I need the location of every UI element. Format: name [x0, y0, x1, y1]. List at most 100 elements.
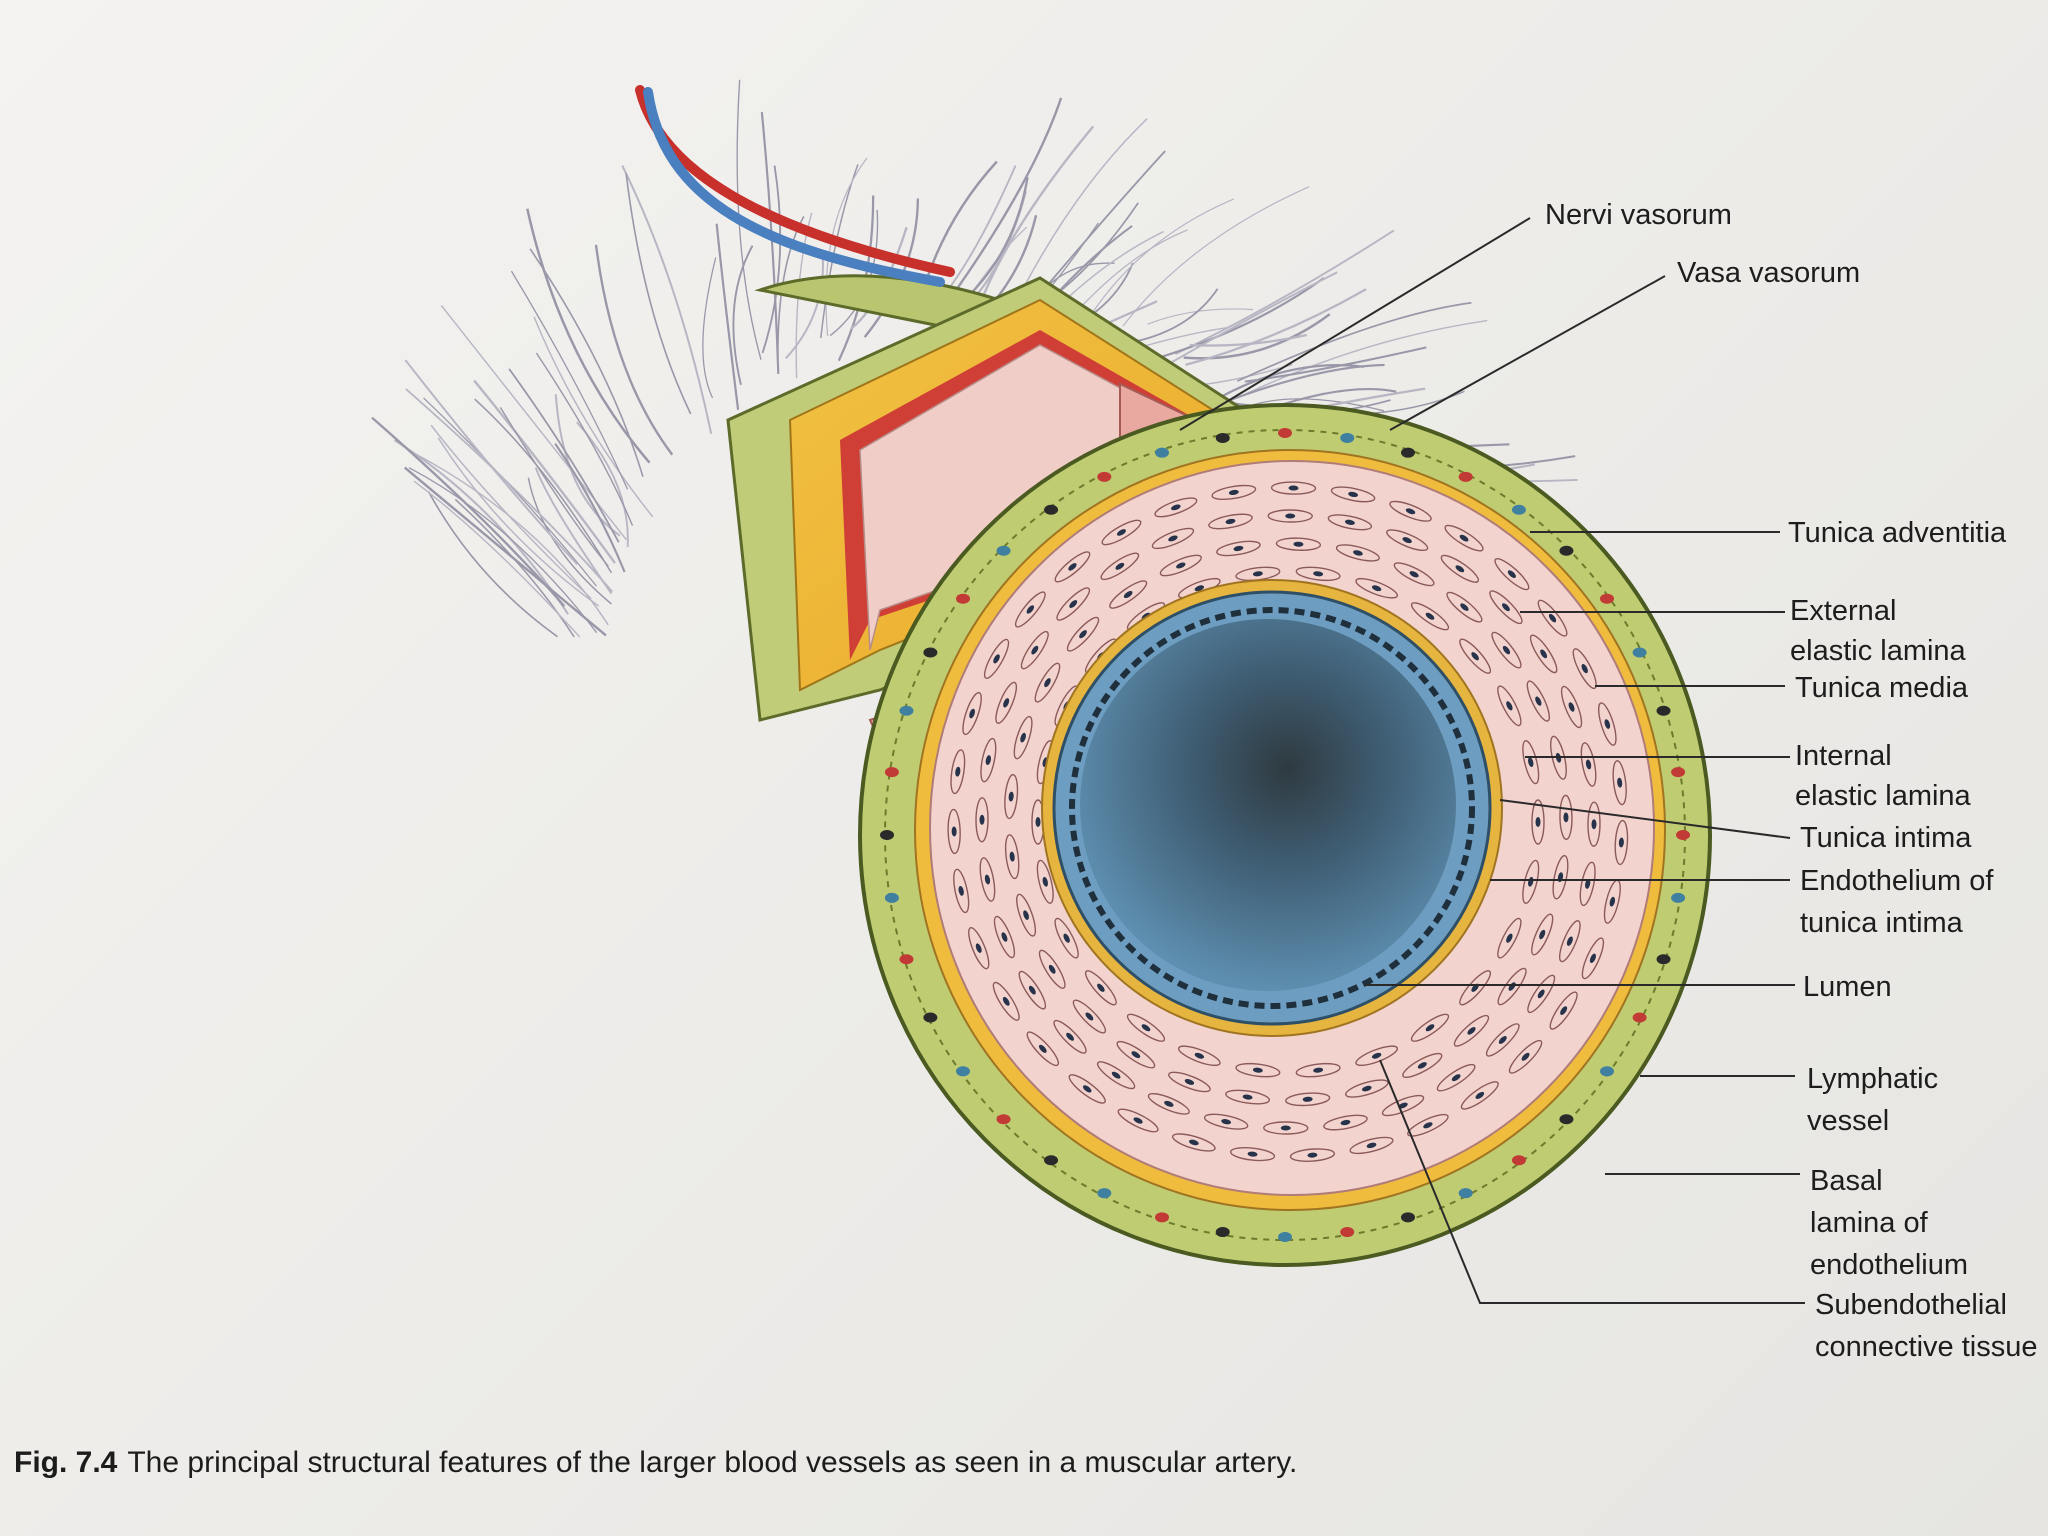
smooth-muscle-cells: [947, 481, 1629, 1163]
smooth-muscle-cell: [993, 915, 1016, 959]
muscle-nucleus: [1425, 1024, 1435, 1032]
muscle-nucleus: [1502, 603, 1510, 612]
muscle-nucleus: [1451, 1074, 1461, 1082]
figure-number: Fig. 7.4: [14, 1446, 118, 1479]
leader-lines: [1179, 217, 1805, 1304]
fibre: [554, 443, 626, 573]
smooth-muscle-cell: [1101, 519, 1142, 546]
adventitia-cell: [996, 545, 1011, 556]
muscle-nucleus: [1066, 1032, 1074, 1041]
smooth-muscle-cell: [1459, 970, 1492, 1006]
smooth-muscle-cell: [1159, 554, 1202, 577]
smooth-muscle-cell: [1225, 1089, 1271, 1105]
fibre: [534, 467, 613, 595]
muscle-nucleus: [1252, 1067, 1263, 1073]
muscle-nucleus: [1535, 696, 1542, 706]
adventitia-cell: [1215, 1227, 1230, 1238]
fibre: [454, 498, 575, 638]
smooth-muscle-cell: [1407, 1113, 1449, 1137]
label-tunica-intima: Tunica intima: [1800, 822, 1972, 854]
fibre: [405, 388, 613, 593]
fibre: [702, 257, 717, 399]
smooth-muscle-cell: [1171, 1133, 1216, 1152]
adventitia-cell: [1656, 954, 1671, 965]
fibre: [554, 394, 621, 537]
adventitia-cell: [1155, 447, 1170, 458]
muscle-nucleus: [979, 814, 985, 825]
smooth-muscle-cell: [1497, 685, 1522, 727]
smooth-muscle-cell: [947, 808, 961, 855]
fibre: [529, 248, 644, 477]
muscle-nucleus: [1568, 702, 1575, 712]
fibre: [437, 437, 600, 607]
labels: Nervi vasorum Vasa vasorum Tunica advent…: [1545, 199, 2037, 1363]
muscle-nucleus: [1425, 612, 1435, 620]
fibre: [715, 223, 740, 410]
muscle-nucleus: [1133, 1117, 1143, 1124]
muscle-nucleus: [1585, 878, 1591, 889]
label-endothelium: Endothelium of tunica intima: [1800, 865, 2002, 939]
muscle-nucleus: [1560, 1006, 1568, 1015]
adventitia-cell: [1559, 545, 1574, 556]
adventitia-cell: [1656, 705, 1671, 716]
smooth-muscle-cell: [1053, 1019, 1087, 1054]
muscle-nucleus: [1423, 1122, 1433, 1129]
fibre: [533, 316, 654, 518]
muscle-nucleus: [1247, 1151, 1258, 1157]
smooth-muscle-cell: [1038, 949, 1066, 989]
adventitia-cell: [1400, 1212, 1415, 1223]
muscle-nucleus: [1371, 585, 1382, 592]
muscle-nucleus: [1038, 1044, 1047, 1053]
fibre: [1183, 313, 1331, 360]
smooth-muscle-cell: [1494, 558, 1530, 591]
fibre: [499, 406, 609, 567]
fibre: [427, 491, 559, 638]
muscle-nucleus: [1031, 645, 1039, 655]
muscle-nucleus: [1188, 1139, 1199, 1146]
smooth-muscle-cell: [1581, 937, 1605, 980]
smooth-muscle-cell: [1355, 1045, 1399, 1067]
smooth-muscle-cell: [1446, 591, 1483, 623]
smooth-muscle-cell: [1072, 999, 1107, 1034]
muscle-nucleus: [1537, 989, 1545, 999]
fibre: [594, 244, 674, 456]
muscle-nucleus: [1115, 562, 1125, 570]
smooth-muscle-cell: [1084, 970, 1117, 1006]
smooth-muscle-cell: [1614, 819, 1629, 866]
muscle-nucleus: [1042, 876, 1048, 887]
muscle-nucleus: [1194, 585, 1205, 592]
fibre: [1205, 364, 1365, 407]
smooth-muscle-cell: [1537, 599, 1568, 637]
smooth-muscle-cell: [1109, 580, 1148, 609]
adventitia-cell: [923, 647, 938, 658]
smooth-muscle-cell: [1147, 1092, 1190, 1115]
fibre: [785, 251, 824, 360]
muscle-nucleus: [1366, 1142, 1377, 1149]
smooth-muscle-cell: [1386, 529, 1429, 552]
label-basal-lamina: Basal lamina of endothelium: [1810, 1165, 1968, 1281]
adventitia-cell: [1097, 471, 1112, 482]
muscle-nucleus: [1221, 1119, 1232, 1125]
smooth-muscle-cell: [1168, 1071, 1211, 1093]
vasa-vasorum-vein: [643, 87, 945, 287]
adventitia-cell: [1340, 1227, 1355, 1238]
muscle-nucleus: [1063, 933, 1070, 943]
muscle-nucleus: [958, 885, 964, 896]
smooth-muscle-cell: [992, 981, 1020, 1021]
smooth-muscle-cell: [1497, 967, 1527, 1006]
smooth-muscle-cell: [1508, 1039, 1543, 1074]
adventitia-cell: [1511, 1155, 1526, 1166]
fibre: [732, 245, 754, 386]
smooth-muscle-cell: [1549, 991, 1578, 1030]
muscle-nucleus: [1417, 1062, 1427, 1069]
smooth-muscle-cell: [1491, 631, 1522, 669]
muscle-nucleus: [1285, 513, 1296, 519]
muscle-nucleus: [1085, 1012, 1094, 1021]
smooth-muscle-cell: [1117, 1108, 1159, 1133]
fibre: [863, 198, 920, 338]
muscle-nucleus: [1028, 985, 1036, 995]
smooth-muscle-cell: [1453, 1014, 1490, 1047]
smooth-muscle-cell: [1580, 742, 1597, 787]
adventitia-cell: [880, 830, 894, 840]
